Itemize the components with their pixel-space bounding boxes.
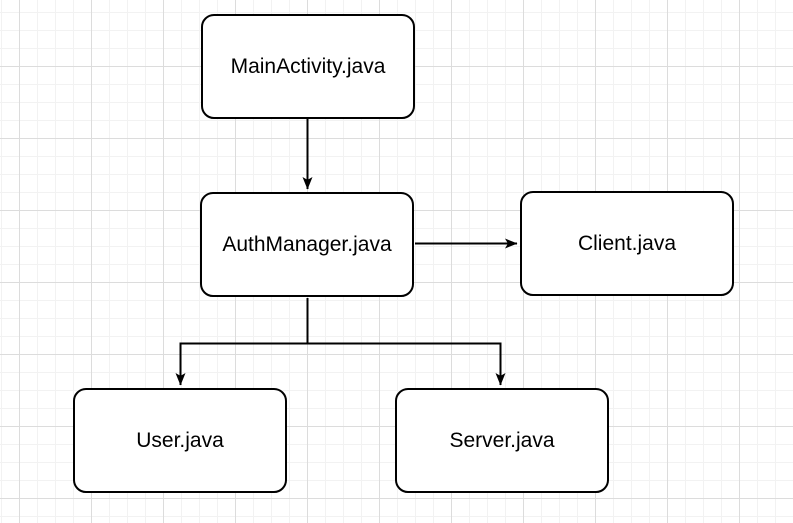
node-mainactivity[interactable]: MainActivity.java [201, 14, 415, 119]
node-server[interactable]: Server.java [395, 388, 609, 493]
node-client[interactable]: Client.java [520, 191, 734, 296]
node-user[interactable]: User.java [73, 388, 287, 493]
node-user-label: User.java [136, 428, 224, 452]
edge-authmanager-user[interactable] [175, 298, 309, 386]
node-client-label: Client.java [577, 231, 677, 255]
node-mainactivity-label: MainActivity.java [230, 54, 386, 78]
node-authmanager-label: AuthManager.java [222, 232, 392, 256]
node-authmanager[interactable]: AuthManager.java [200, 192, 414, 297]
edge-authmanager-server[interactable] [306, 298, 506, 386]
node-server-label: Server.java [449, 428, 555, 452]
